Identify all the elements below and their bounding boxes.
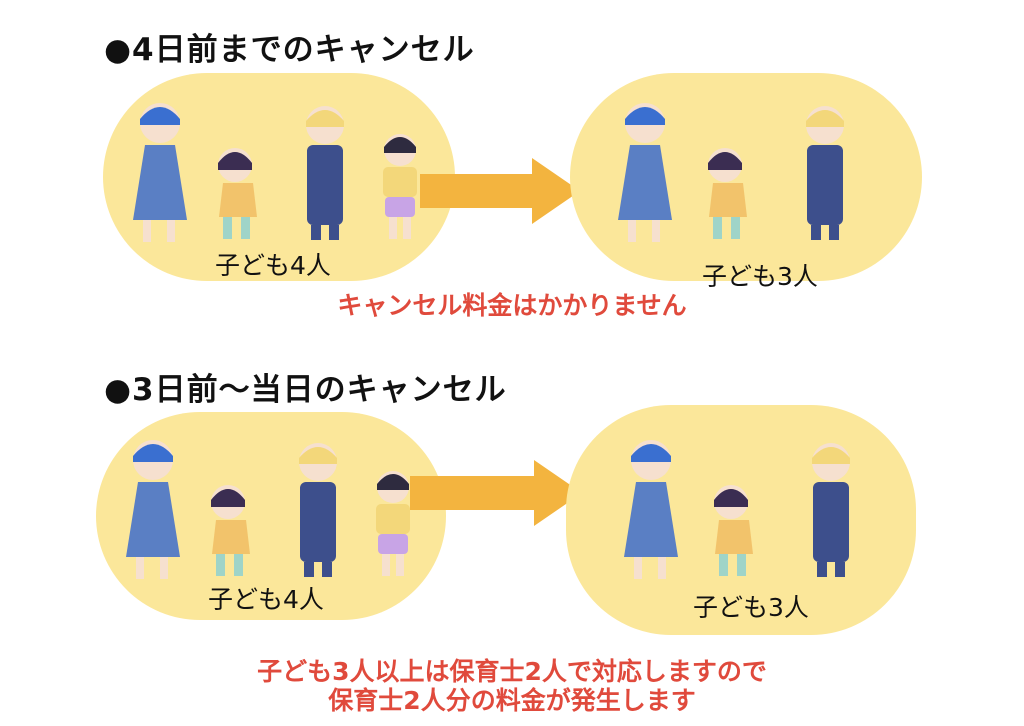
section-2-after-label: 子ども3人 xyxy=(693,593,809,622)
child-figure-4 xyxy=(376,471,410,576)
child-figure-1 xyxy=(126,440,180,579)
section-1-heading: ●4日前までのキャンセル xyxy=(104,32,475,68)
section-2-note-line-1: 子ども3人以上は保育士2人で対応しますので xyxy=(257,657,767,686)
child-figure-3 xyxy=(306,106,344,240)
child-illustration-icon xyxy=(618,103,844,242)
child-figure-2 xyxy=(714,485,753,576)
arrow-right-icon xyxy=(420,158,580,224)
section-2-before-label: 子ども4人 xyxy=(208,585,324,614)
section-1-after-label: 子ども3人 xyxy=(702,262,818,291)
child-figure-3 xyxy=(806,106,844,240)
child-illustration-icon xyxy=(133,103,417,242)
section-2-note-line-2: 保育士2人分の料金が発生します xyxy=(328,686,696,715)
child-figure-3 xyxy=(299,443,337,577)
child-figure-1 xyxy=(624,440,678,579)
child-figure-2 xyxy=(218,148,257,239)
child-figure-3 xyxy=(812,443,850,577)
child-figure-1 xyxy=(133,103,187,242)
child-figure-2 xyxy=(708,148,747,239)
child-figure-1 xyxy=(618,103,672,242)
child-figure-4 xyxy=(383,134,417,239)
child-illustration-icon xyxy=(624,440,850,579)
section-2-heading: ●3日前〜当日のキャンセル xyxy=(104,372,507,408)
arrow-right-icon xyxy=(410,460,582,526)
child-illustration-icon xyxy=(126,440,410,579)
section-1-before-label: 子ども4人 xyxy=(215,251,331,280)
section-1-note: キャンセル料金はかかりません xyxy=(337,291,687,320)
child-figure-2 xyxy=(211,485,250,576)
